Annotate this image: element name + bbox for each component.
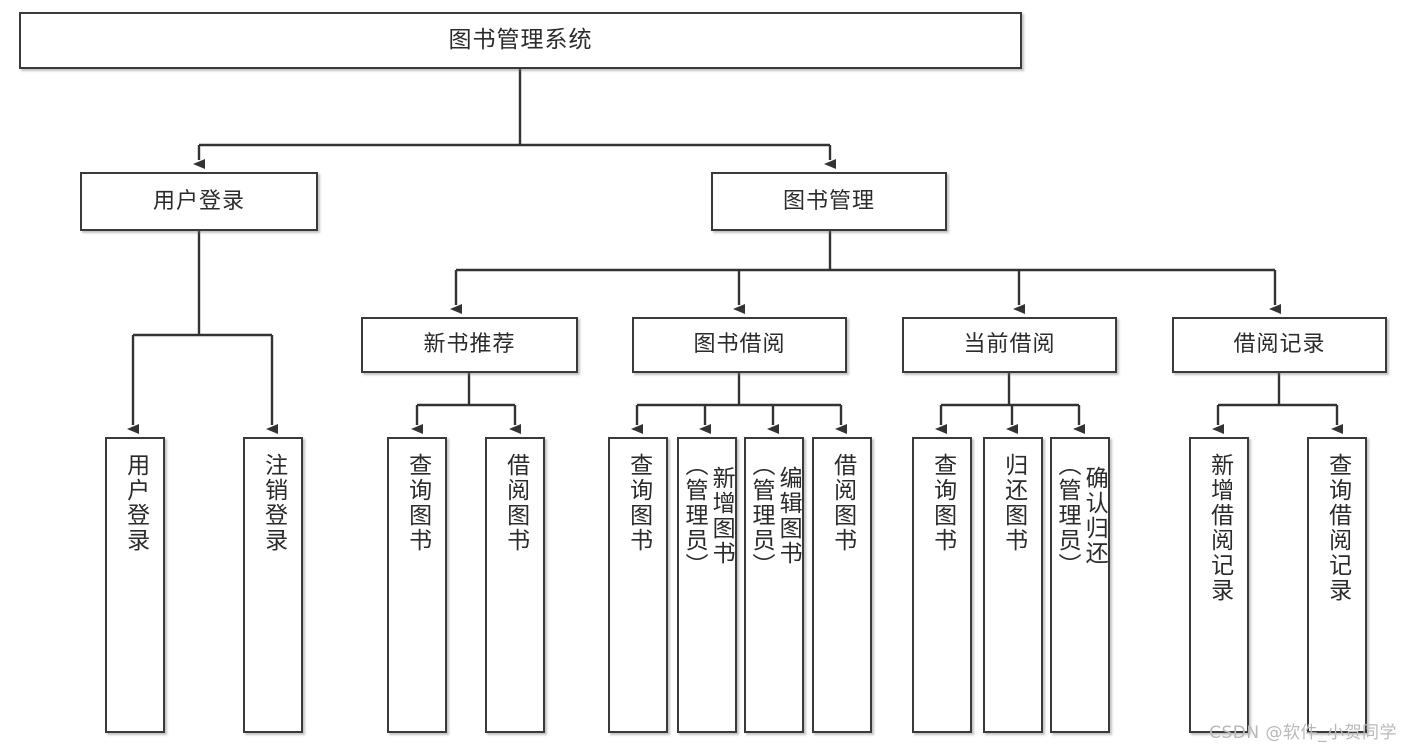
node-leaf[interactable]: 归还图书 (983, 437, 1043, 733)
node-leaf[interactable]: 注销登录 (243, 437, 303, 733)
node-level2[interactable]: 图书管理 (711, 172, 947, 231)
node-leaf-label: 查询图书 (929, 453, 956, 553)
node-leaf[interactable]: 确认归还 （管理员） (1050, 437, 1110, 733)
node-leaf[interactable]: 新增借阅记录 (1189, 437, 1249, 733)
node-level3-label: 图书借阅 (693, 332, 786, 358)
node-leaf-label: 查询图书 (625, 453, 652, 553)
node-level3[interactable]: 图书借阅 (632, 317, 847, 373)
node-leaf-label: 借阅图书 (502, 453, 529, 553)
node-level2-label: 图书管理 (782, 188, 875, 214)
node-leaf-label: 借阅图书 (829, 453, 856, 553)
node-leaf-label: 注销登录 (260, 453, 287, 553)
node-leaf[interactable]: 编辑图书 （管理员） (744, 437, 804, 733)
node-leaf-label: 新增借阅记录 (1206, 453, 1233, 603)
node-level3[interactable]: 当前借阅 (902, 317, 1117, 373)
node-level2-label: 用户登录 (152, 188, 245, 214)
node-level2[interactable]: 用户登录 (80, 172, 318, 231)
node-leaf[interactable]: 新增图书 （管理员） (677, 437, 737, 733)
node-leaf-label: 确认归还 （管理员） (1054, 453, 1108, 578)
node-leaf[interactable]: 借阅图书 (812, 437, 872, 733)
node-leaf-label: 新增图书 （管理员） (681, 453, 735, 578)
node-leaf-label: 编辑图书 （管理员） (748, 453, 802, 578)
node-level3[interactable]: 借阅记录 (1172, 317, 1387, 373)
node-level3-label: 当前借阅 (963, 332, 1056, 358)
node-leaf-label: 查询图书 (404, 453, 431, 553)
node-leaf[interactable]: 查询图书 (912, 437, 972, 733)
node-leaf[interactable]: 用户登录 (105, 437, 165, 733)
node-leaf[interactable]: 查询借阅记录 (1307, 437, 1367, 733)
node-leaf-label: 归还图书 (1000, 453, 1027, 553)
node-leaf[interactable]: 查询图书 (387, 437, 447, 733)
node-root-label: 图书管理系统 (448, 27, 593, 54)
node-leaf-label: 用户登录 (122, 453, 149, 553)
node-leaf-label: 查询借阅记录 (1324, 453, 1351, 603)
node-level3-label: 新书推荐 (423, 332, 516, 358)
node-root[interactable]: 图书管理系统 (19, 12, 1022, 69)
node-level3-label: 借阅记录 (1233, 332, 1326, 358)
csdn-watermark: CSDN @软件_小贺同学 (1209, 723, 1397, 743)
node-leaf[interactable]: 查询图书 (608, 437, 668, 733)
node-level3[interactable]: 新书推荐 (361, 317, 578, 373)
node-leaf[interactable]: 借阅图书 (485, 437, 545, 733)
